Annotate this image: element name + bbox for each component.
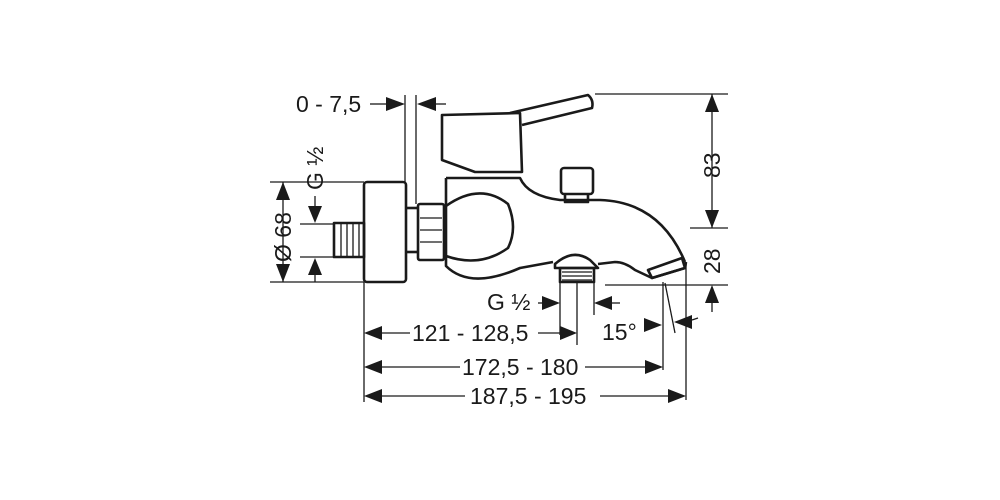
spout-bottom: [597, 260, 653, 280]
dimension-lines: [270, 93, 728, 403]
inlet-thread-label: G ½: [302, 147, 328, 190]
mixer-outline: [332, 93, 688, 284]
spout-angle-label: 15°: [602, 319, 637, 345]
spout-top: [446, 176, 687, 263]
height-spout-label: 28: [699, 248, 725, 274]
wall-offset-label: 0 - 7,5: [296, 91, 361, 117]
depth-outlet-label: 121 - 128,5: [412, 320, 528, 346]
outlet-thread-label: G ½: [487, 289, 530, 315]
rosette-diameter-label: Ø 68: [270, 212, 296, 262]
spout-aerator: [646, 256, 687, 280]
lever-cap: [440, 111, 524, 174]
bottom-outlet: [553, 253, 600, 270]
diverter-shield: [445, 192, 515, 262]
wall-rosette: [362, 180, 408, 284]
height-top-label: 83: [699, 152, 725, 178]
inlet-stub: [332, 221, 366, 259]
body-left: [444, 178, 554, 280]
diverter-knob: [559, 166, 595, 196]
hex-nut: [416, 202, 446, 262]
depth-total-label: 187,5 - 195: [470, 383, 586, 409]
lever-handle: [509, 93, 594, 127]
depth-spout-label: 172,5 - 180: [462, 354, 578, 380]
